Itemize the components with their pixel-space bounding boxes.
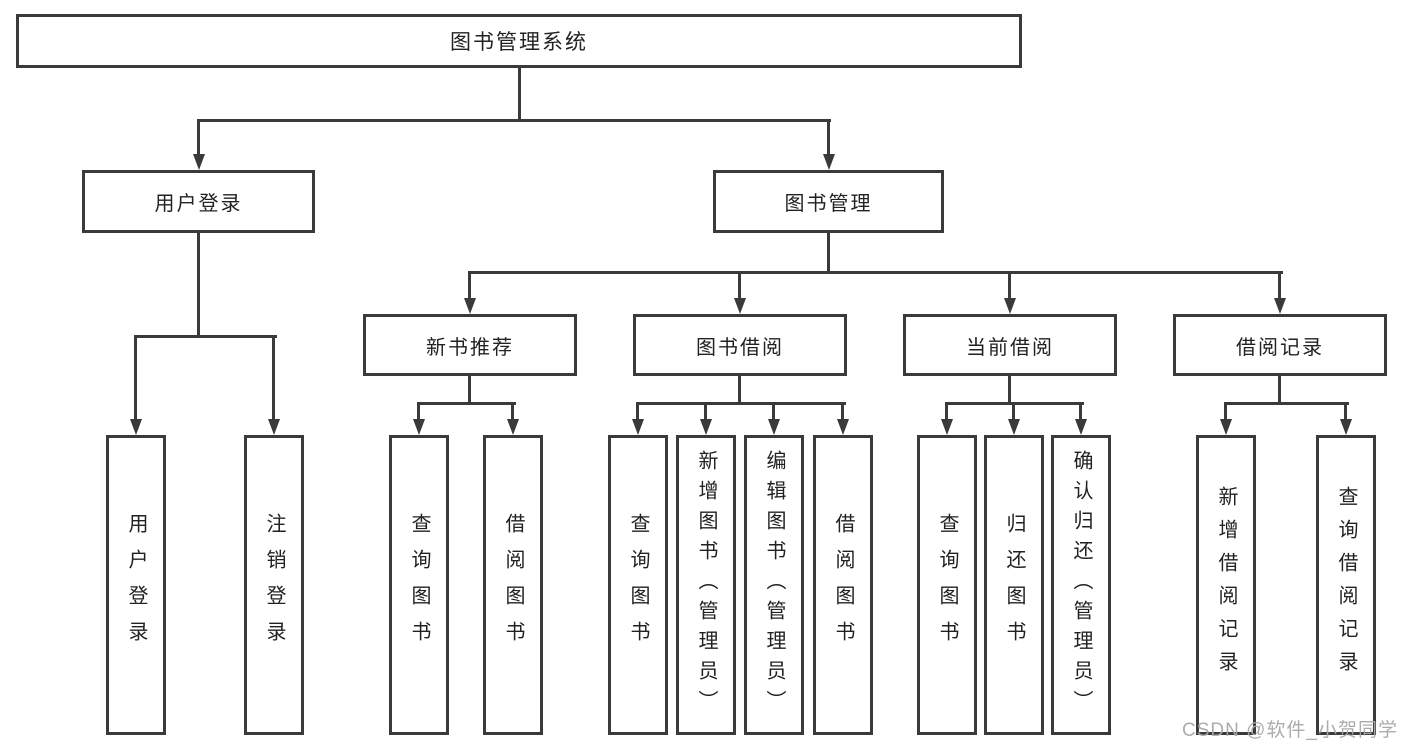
connector-line	[518, 68, 521, 122]
connector-line	[1278, 376, 1281, 405]
node-label: 借阅图书	[832, 513, 854, 657]
node-label: 查询图书	[408, 513, 430, 657]
arrow-down-icon	[130, 419, 142, 435]
leaf-add-books-admin: 新增图书（管理员）	[676, 435, 736, 735]
connector-line	[1224, 402, 1227, 421]
node-label: 查询图书	[936, 513, 958, 657]
connector-line	[197, 233, 200, 338]
connector-line	[636, 402, 846, 405]
connector-line	[417, 402, 516, 405]
leaf-borrow-books-2: 借阅图书	[813, 435, 873, 735]
arrow-down-icon	[941, 419, 953, 435]
arrow-down-icon	[1220, 419, 1232, 435]
node-label: 归还图书	[1003, 513, 1025, 657]
node-label: 当前借阅	[966, 336, 1054, 359]
connector-line	[636, 402, 639, 421]
leaf-confirm-return-admin: 确认归还（管理员）	[1051, 435, 1111, 735]
connector-line	[841, 402, 844, 421]
connector-line	[772, 402, 775, 421]
connector-line	[1344, 402, 1347, 421]
connector-line	[468, 376, 471, 405]
connector-line	[468, 271, 1283, 274]
node-label: 图书管理系统	[450, 31, 588, 54]
connector-line	[197, 119, 200, 156]
leaf-add-borrow-record: 新增借阅记录	[1196, 435, 1256, 735]
leaf-query-books-3: 查询图书	[917, 435, 977, 735]
arrow-down-icon	[464, 298, 476, 314]
arrow-down-icon	[768, 419, 780, 435]
node-label: 编辑图书（管理员）	[763, 450, 785, 720]
arrow-down-icon	[268, 419, 280, 435]
connector-line	[1278, 271, 1281, 300]
connector-line	[827, 233, 830, 274]
leaf-borrow-books-1: 借阅图书	[483, 435, 543, 735]
arrow-down-icon	[823, 154, 835, 170]
node-label: 确认归还（管理员）	[1070, 450, 1092, 720]
node-current-borrowing: 当前借阅	[903, 314, 1117, 376]
node-label: 新增图书（管理员）	[695, 450, 717, 720]
node-label: 查询借阅记录	[1335, 486, 1357, 684]
arrow-down-icon	[1340, 419, 1352, 435]
connector-line	[134, 335, 137, 421]
arrow-down-icon	[734, 298, 746, 314]
arrow-down-icon	[193, 154, 205, 170]
node-label: 借阅图书	[502, 513, 524, 657]
connector-line	[1079, 402, 1082, 421]
node-label: 新增借阅记录	[1215, 486, 1237, 684]
arrow-down-icon	[1008, 419, 1020, 435]
connector-line	[1012, 402, 1015, 421]
node-borrowing-records: 借阅记录	[1173, 314, 1387, 376]
connector-line	[738, 271, 741, 300]
leaf-query-books-1: 查询图书	[389, 435, 449, 735]
leaf-logout: 注销登录	[244, 435, 304, 735]
leaf-edit-books-admin: 编辑图书（管理员）	[744, 435, 804, 735]
leaf-query-borrow-record: 查询借阅记录	[1316, 435, 1376, 735]
arrow-down-icon	[1274, 298, 1286, 314]
connector-line	[468, 271, 471, 300]
connector-line	[704, 402, 707, 421]
node-label: 图书借阅	[696, 336, 784, 359]
node-label: 注销登录	[263, 513, 285, 657]
arrow-down-icon	[700, 419, 712, 435]
arrow-down-icon	[837, 419, 849, 435]
node-label: 图书管理	[784, 193, 873, 215]
connector-line	[738, 376, 741, 405]
node-label: 用户登录	[154, 193, 243, 215]
arrow-down-icon	[413, 419, 425, 435]
connector-line	[945, 402, 948, 421]
node-label: 用户登录	[125, 513, 147, 657]
connector-line	[272, 335, 275, 421]
connector-line	[197, 119, 831, 122]
csdn-watermark: CSDN @软件_小贺同学	[1182, 720, 1398, 741]
node-new-book-recommendation: 新书推荐	[363, 314, 577, 376]
connector-line	[1008, 271, 1011, 300]
node-label: 查询图书	[627, 513, 649, 657]
connector-line	[1224, 402, 1349, 405]
node-label: 借阅记录	[1236, 336, 1324, 359]
node-user-login: 用户登录	[82, 170, 315, 233]
node-book-borrowing: 图书借阅	[633, 314, 847, 376]
arrow-down-icon	[1004, 298, 1016, 314]
connector-line	[1008, 376, 1011, 405]
leaf-query-books-2: 查询图书	[608, 435, 668, 735]
node-label: 新书推荐	[426, 336, 514, 359]
leaf-return-books: 归还图书	[984, 435, 1044, 735]
node-library-management-system: 图书管理系统	[16, 14, 1022, 68]
leaf-user-login: 用户登录	[106, 435, 166, 735]
node-book-management: 图书管理	[713, 170, 944, 233]
arrow-down-icon	[1075, 419, 1087, 435]
connector-line	[511, 402, 514, 421]
connector-line	[417, 402, 420, 421]
connector-line	[827, 119, 830, 156]
arrow-down-icon	[632, 419, 644, 435]
connector-line	[134, 335, 277, 338]
arrow-down-icon	[507, 419, 519, 435]
